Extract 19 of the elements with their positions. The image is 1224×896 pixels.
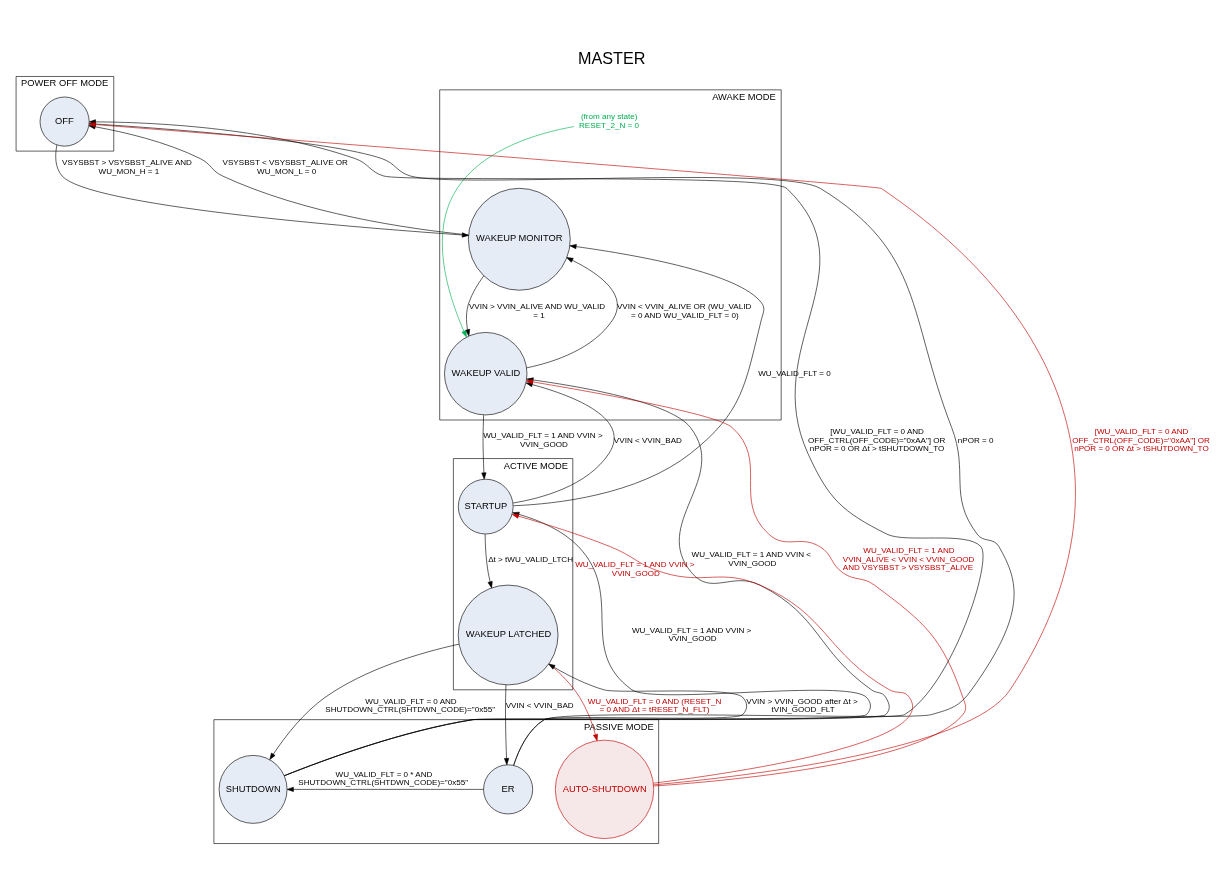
arrow bbox=[286, 786, 484, 792]
arrow bbox=[513, 663, 747, 766]
diagram-title: MASTER bbox=[578, 48, 646, 67]
arrow bbox=[512, 381, 615, 503]
node-circle: STARTUP bbox=[458, 478, 514, 534]
arrow bbox=[481, 414, 487, 479]
node-circle: ER bbox=[483, 764, 533, 814]
arrow bbox=[465, 274, 485, 336]
arrow bbox=[526, 256, 618, 368]
arrow bbox=[504, 684, 510, 765]
node-circle: AUTO-SHUTDOWN bbox=[555, 739, 655, 839]
arrow bbox=[484, 533, 493, 588]
arrow bbox=[513, 243, 765, 506]
arrow bbox=[548, 662, 598, 741]
arrow bbox=[55, 144, 469, 237]
node-circle: WAKEUP MONITOR bbox=[468, 187, 571, 290]
arrow bbox=[442, 125, 575, 337]
arrow bbox=[269, 643, 460, 760]
node-circle: OFF bbox=[39, 96, 90, 146]
